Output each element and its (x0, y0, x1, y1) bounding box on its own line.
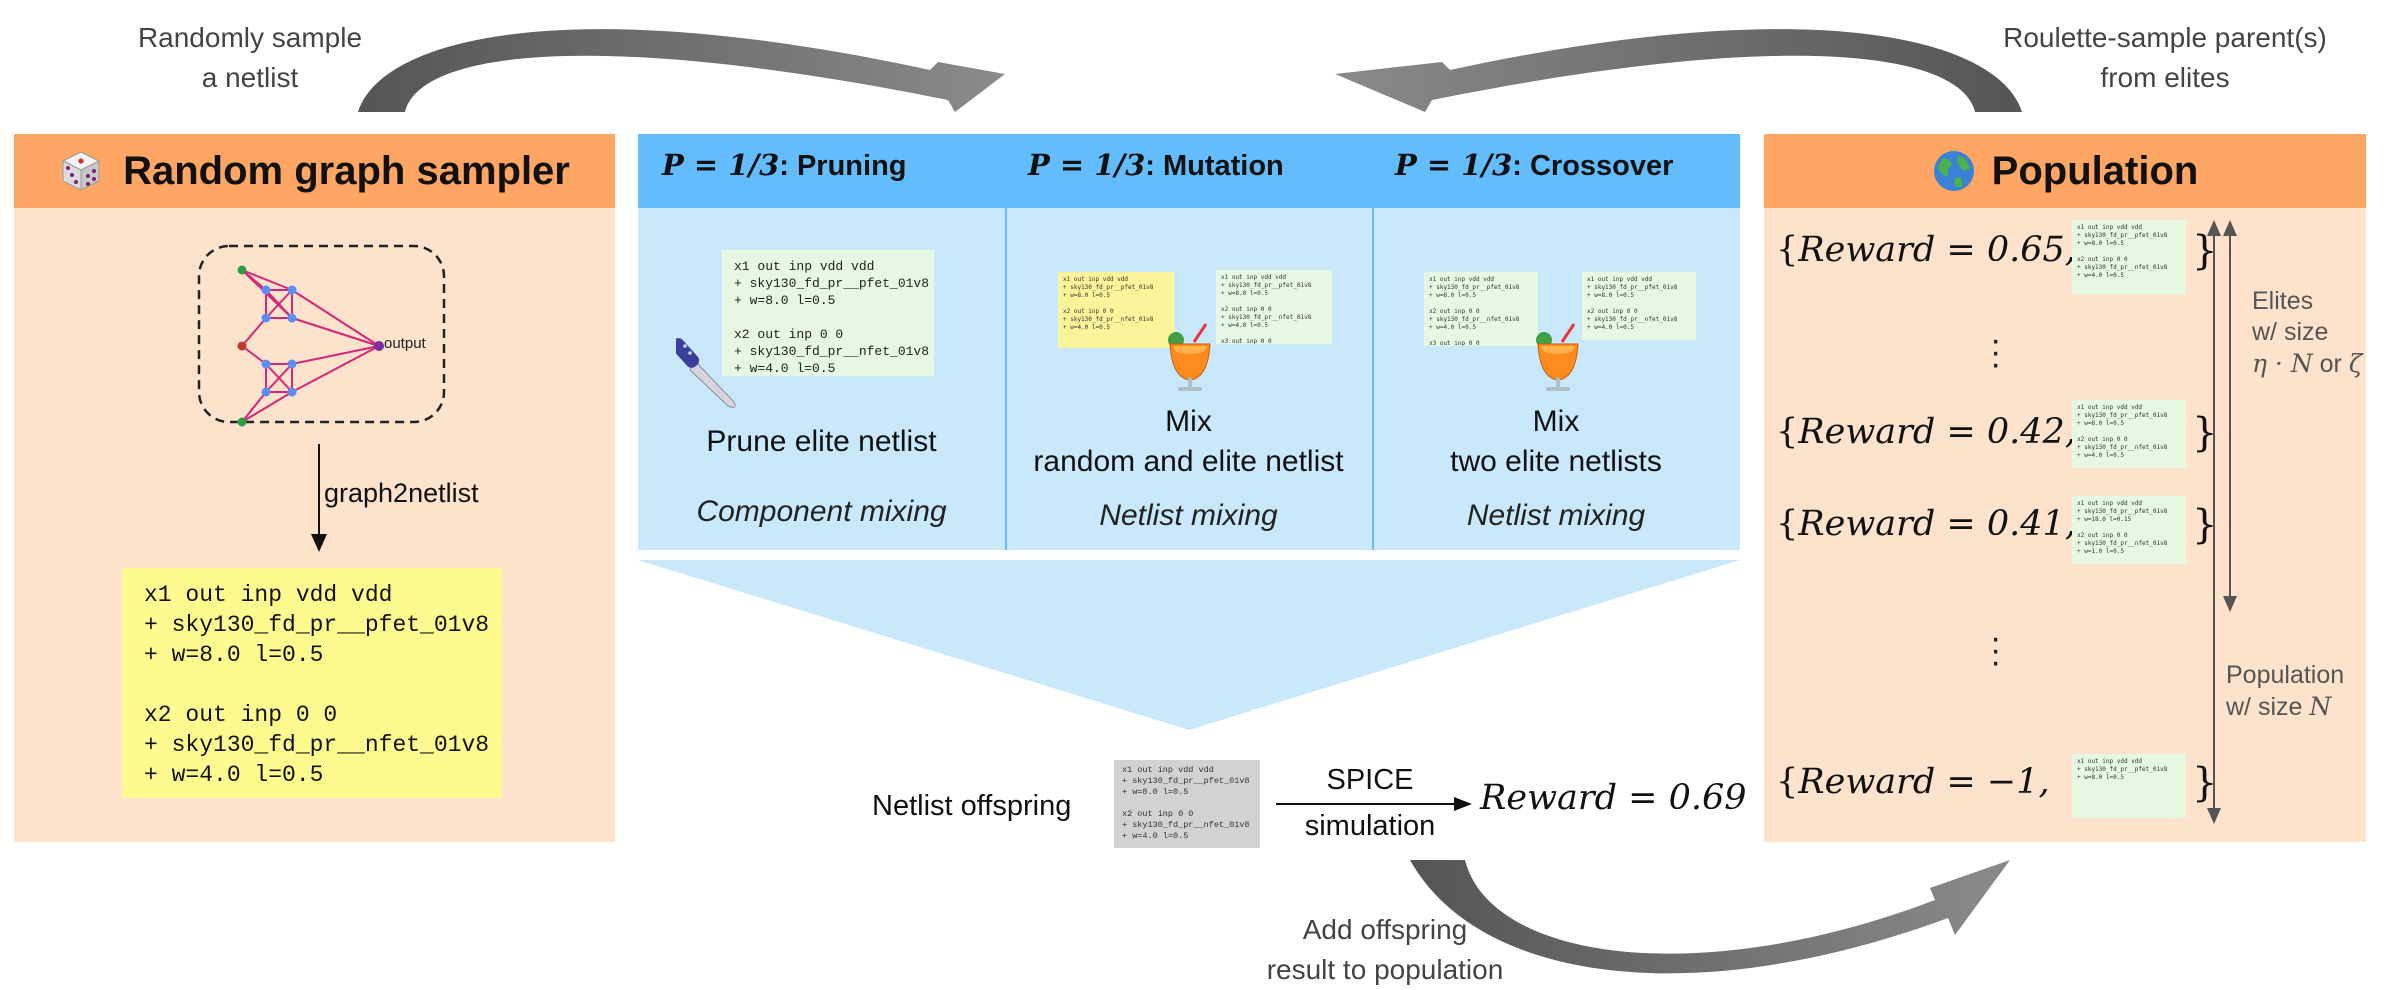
parent-arrow (1335, 29, 2022, 112)
mutation-header: P = 1/3: Mutation (1028, 148, 1284, 182)
graph-output-label: output (384, 335, 426, 352)
population-size-label: Population w/ size N (2226, 661, 2345, 721)
population-netlist-4: x1 out inp vdd vdd + sky130_fd_pr__pfet_… (2072, 754, 2186, 818)
dice-icon (61, 151, 101, 191)
add-offspring-arrow (1410, 860, 2010, 974)
operator-panel: P = 1/3: Pruning x1 out inp vdd vdd + sk… (638, 134, 1740, 550)
elites-size-label: Elites w/ size η · N or ζ (2252, 287, 2363, 378)
population-reward-3: {Reward = 0.41, (1776, 504, 2076, 544)
crossover-parent-b-netlist: x1 out inp vdd vdd + sky130_fd_pr__pfet_… (1582, 272, 1696, 340)
offspring-reward: Reward = 0.69 (1480, 778, 1747, 818)
sampler-panel: Random graph sampler output (14, 134, 615, 842)
graph-node-vdd (237, 265, 247, 275)
population-netlist-3: x1 out inp vdd vdd + sky130_fd_pr__pfet_… (2072, 496, 2186, 564)
knife-icon (676, 338, 736, 408)
random-graph (197, 244, 446, 427)
mutation-elite-netlist: x1 out inp vdd vdd + sky130_fd_pr__pfet_… (1216, 270, 1332, 344)
crossover-header: P = 1/3: Crossover (1395, 148, 1674, 182)
mutation-random-netlist: x1 out inp vdd vdd + sky130_fd_pr__pfet_… (1058, 272, 1174, 348)
crossover-parent-a-netlist: x1 out inp vdd vdd + sky130_fd_pr__pfet_… (1424, 272, 1538, 346)
crossover-mixing: Netlist mixing (1466, 499, 1646, 532)
ellipsis-1: ··· (1990, 321, 2002, 383)
graph-node-input (237, 341, 247, 351)
sample-arrow (358, 29, 1005, 112)
graph2netlist-arrow (311, 444, 327, 552)
operator-header (638, 134, 1740, 208)
simulation-label: simulation (1304, 810, 1436, 842)
operator-funnel (638, 560, 1740, 730)
graph-node-gnd (237, 417, 247, 427)
graph2netlist-label: graph2netlist (324, 478, 479, 508)
size-arrows (2207, 220, 2237, 824)
offspring-netlist: x1 out inp vdd vdd + sky130_fd_pr__pfet_… (1114, 760, 1260, 848)
ellipsis-2: ··· (1990, 619, 2002, 681)
population-netlist-1: x1 out inp vdd vdd + sky130_fd_pr__pfet_… (2072, 220, 2186, 294)
pruning-label: Prune elite netlist (706, 425, 937, 458)
population-netlist-2: x1 out inp vdd vdd + sky130_fd_pr__pfet_… (2072, 400, 2186, 468)
sampled-netlist: x1 out inp vdd vdd + sky130_fd_pr__pfet_… (122, 568, 502, 798)
pruning-netlist: x1 out inp vdd vdd + sky130_fd_pr__pfet_… (722, 250, 934, 376)
cocktail-icon (1168, 323, 1211, 391)
population-header: Population (1764, 134, 2366, 208)
mutation-mixing: Netlist mixing (1099, 499, 1278, 532)
sampler-header: Random graph sampler (14, 134, 615, 208)
population-title: Population (1991, 148, 2199, 193)
population-panel: Population {Reward = 0.65, x1 out inp vd… (1764, 134, 2366, 842)
globe-icon (1933, 151, 1974, 191)
simulation-arrow (1276, 797, 1472, 811)
offspring-label: Netlist offspring (872, 790, 1072, 822)
sampler-title: Random graph sampler (123, 148, 570, 193)
spice-label: SPICE (1326, 764, 1414, 796)
pruning-mixing: Component mixing (696, 495, 947, 528)
population-reward-2: {Reward = 0.42, (1776, 412, 2076, 452)
roulette-caption: Roulette-sample parent(s)from elites (2003, 22, 2327, 93)
graph-node-output (374, 341, 384, 351)
population-reward-4: {Reward = −1, (1776, 762, 2050, 802)
cocktail-icon (1536, 323, 1579, 391)
population-reward-1: {Reward = 0.65, (1776, 230, 2076, 270)
pruning-header: P = 1/3: Pruning (662, 148, 907, 182)
